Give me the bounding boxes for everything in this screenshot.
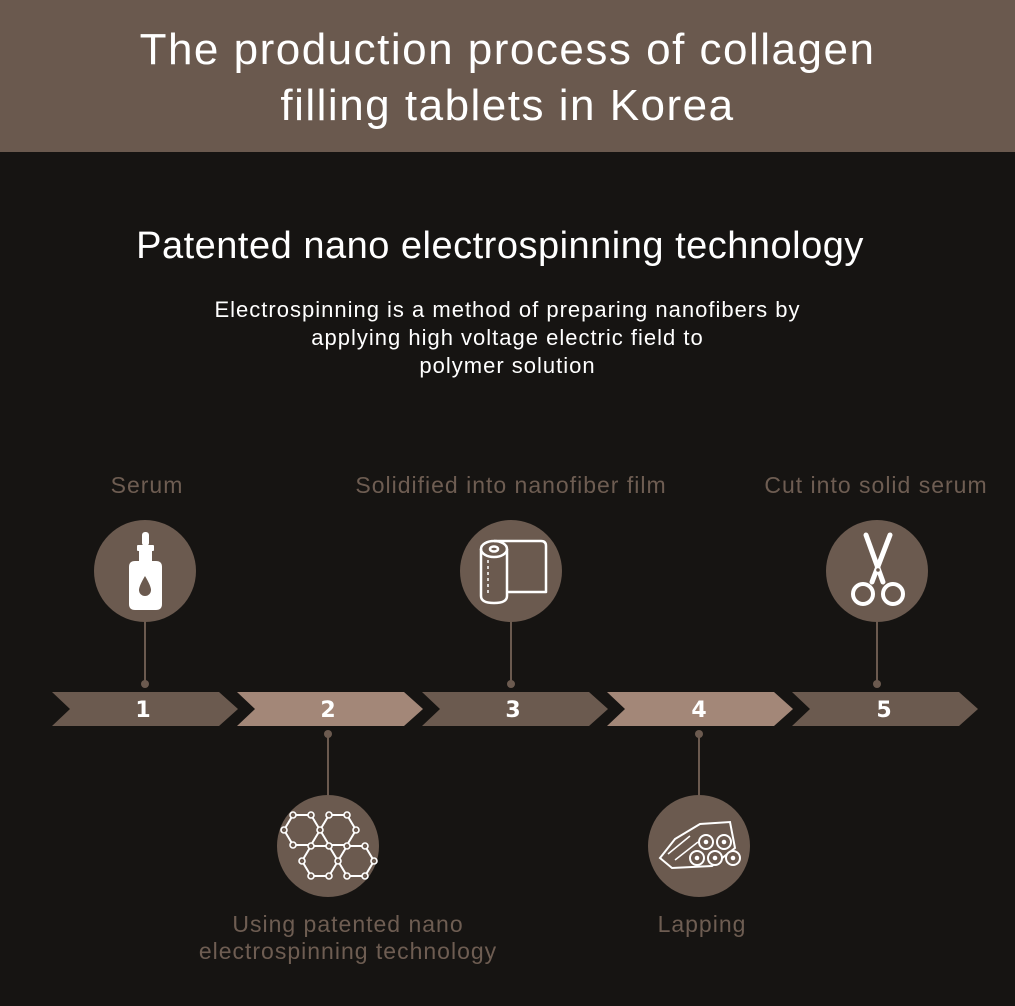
step-5-label: Cut into solid serum: [764, 472, 988, 498]
hexagon-network-icon: [280, 811, 378, 880]
step-5-icon-circle: [826, 520, 928, 622]
step-2-arrow: 2: [237, 692, 423, 726]
step-4-label: Lapping: [657, 911, 747, 937]
step-5-number: 5: [876, 698, 891, 723]
step-3-label: Solidified into nanofiber film: [355, 472, 667, 498]
step-1-label: Serum: [110, 472, 184, 498]
connector-3: [507, 620, 515, 688]
step-1-arrow: 1: [52, 692, 238, 726]
step-2-icon-circle: [277, 795, 379, 897]
step-5-arrow: 5: [792, 692, 978, 726]
step-1-number: 1: [135, 698, 150, 723]
step-4-number: 4: [691, 698, 706, 723]
step-1-icon-circle: [94, 520, 196, 622]
connector-2: [324, 730, 332, 798]
header-banner: The production process of collagen filli…: [0, 0, 1015, 152]
page-title: The production process of collagen filli…: [139, 25, 876, 130]
connector-4: [695, 730, 703, 798]
step-4-arrow: 4: [607, 692, 793, 726]
step-3-icon-circle: [460, 520, 562, 622]
scissors-icon: [851, 532, 905, 606]
step-3-arrow: 3: [422, 692, 608, 726]
film-roll-icon: [479, 539, 548, 605]
connector-1: [141, 620, 149, 688]
section-title: Patented nano electrospinning technology: [136, 225, 864, 267]
step-3-number: 3: [505, 698, 520, 723]
step-2-number: 2: [320, 698, 335, 723]
rolled-sheets-icon: [658, 820, 741, 870]
step-4-icon-circle: [648, 795, 750, 897]
dropper-bottle-icon: [129, 532, 162, 610]
step-2-label: Using patented nano electrospinning tech…: [198, 911, 498, 964]
connector-5: [873, 620, 881, 688]
section-description: Electrospinning is a method of preparing…: [214, 297, 801, 378]
